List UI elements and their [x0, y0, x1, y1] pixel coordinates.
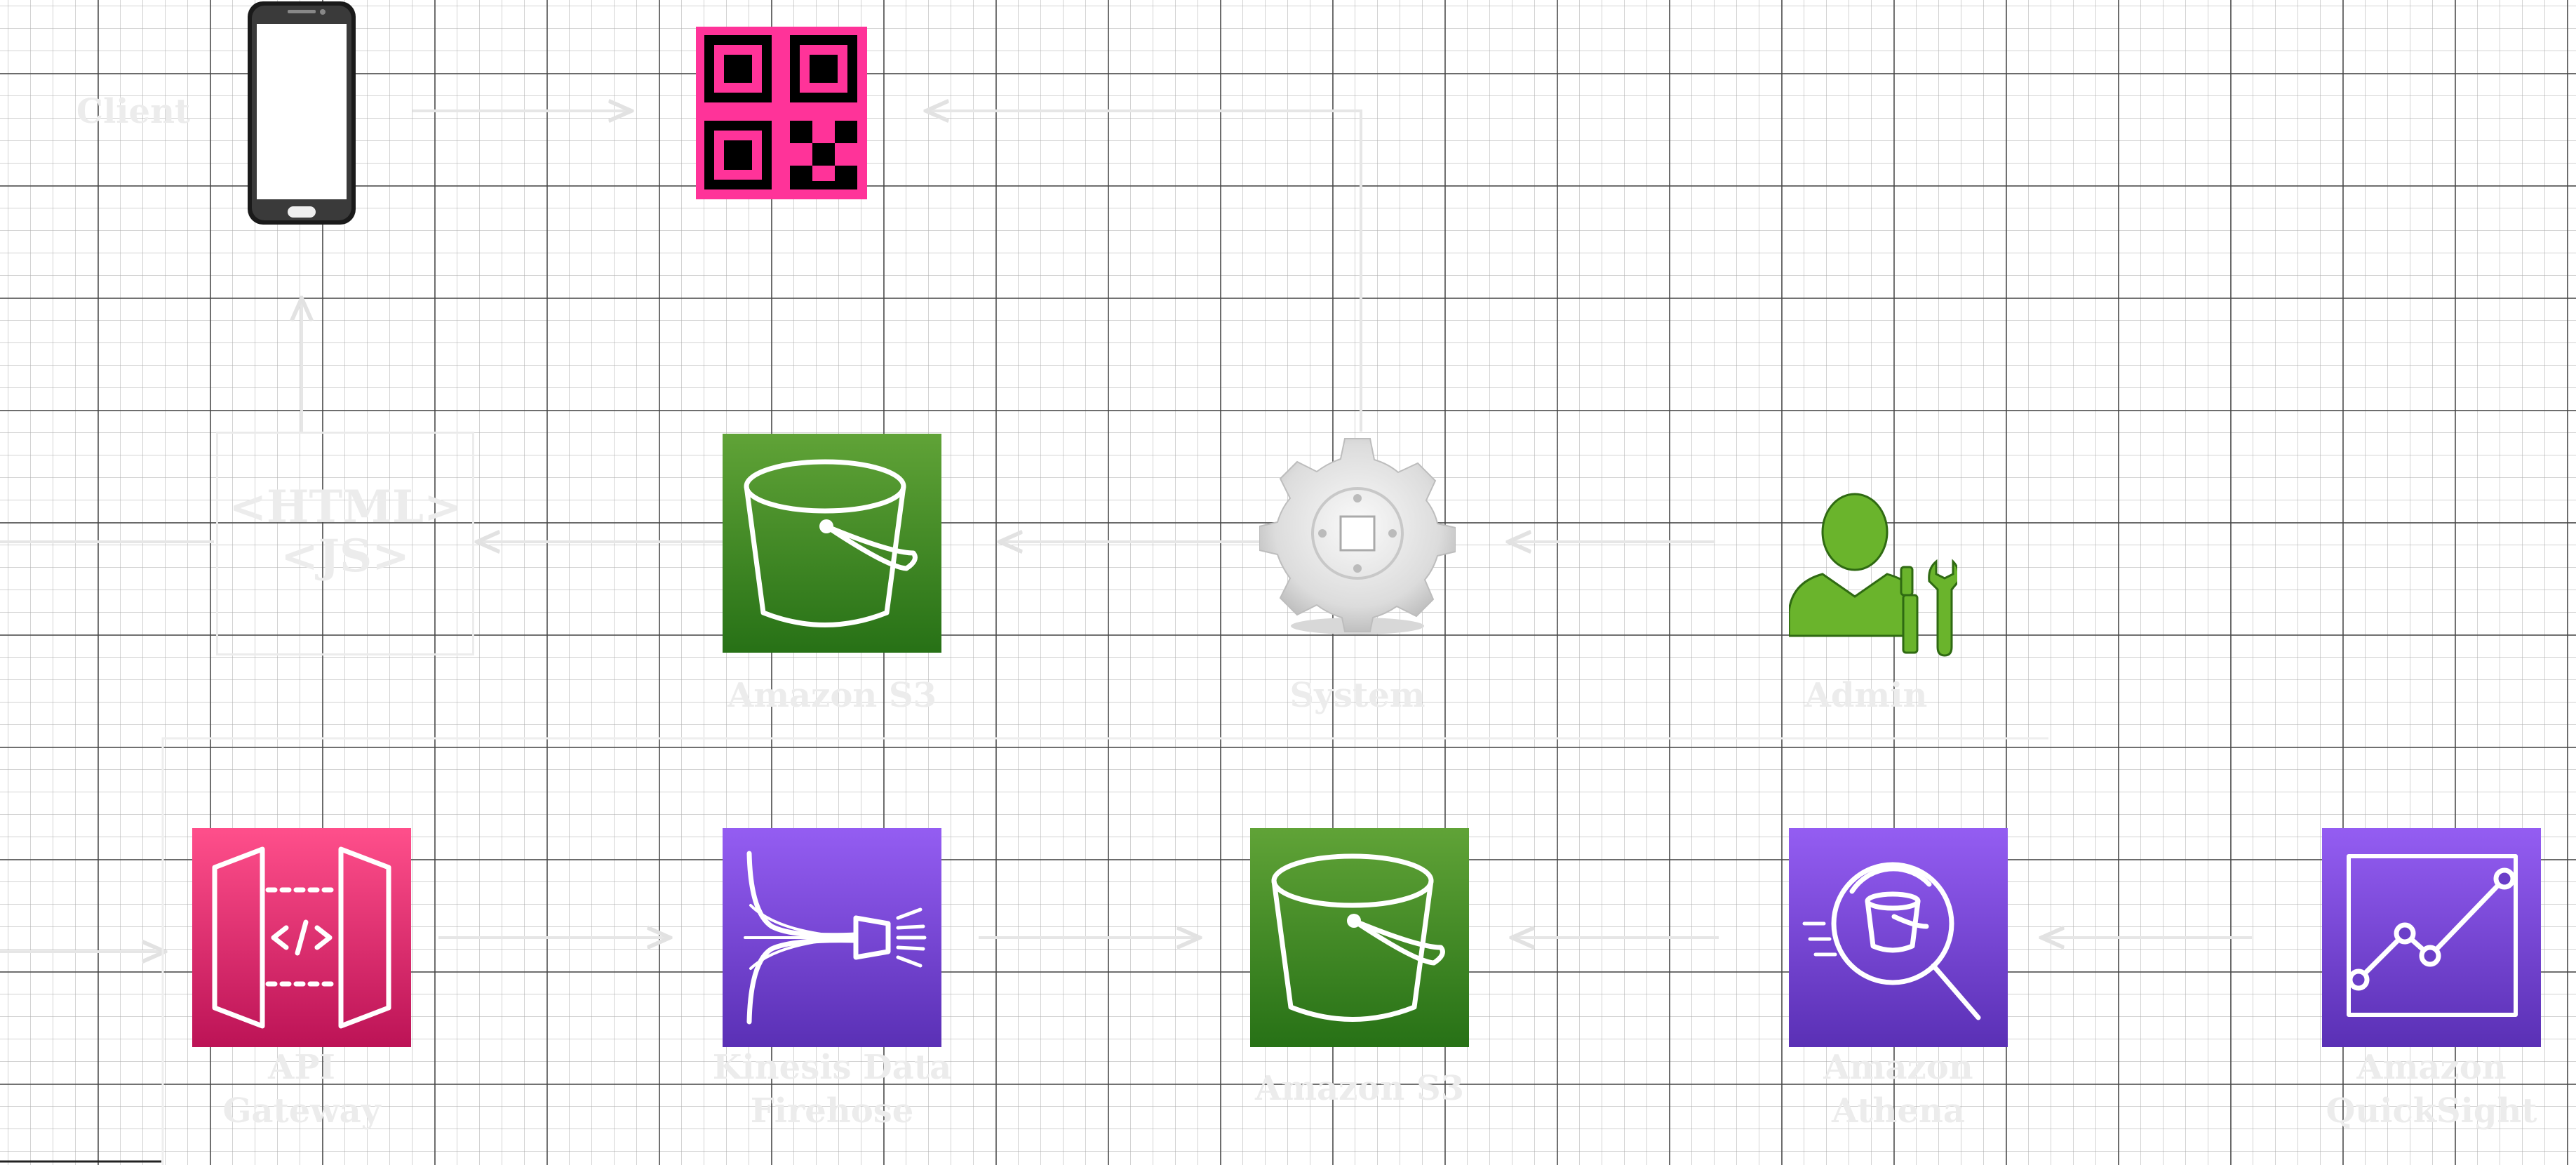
system-label: System [1289, 676, 1425, 715]
athena-label-line2: Athena [1831, 1091, 1965, 1131]
api-gateway-node[interactable] [192, 828, 411, 1047]
s3-bottom-label: Amazon S3 [1254, 1069, 1465, 1108]
s3-bucket-icon [723, 434, 941, 653]
api-gateway-icon [192, 828, 411, 1047]
admin-tools-icon [1789, 493, 1957, 657]
s3-top-label: Amazon S3 [727, 676, 937, 715]
gear-icon [1259, 438, 1456, 634]
athena-node[interactable] [1789, 828, 2008, 1047]
qr-code-node[interactable] [696, 27, 867, 199]
region-border [161, 737, 2048, 1165]
kinesis-label-line1: Kinesis Data [712, 1048, 952, 1087]
smartphone-icon [248, 1, 356, 225]
api-gateway-label-line1: API [268, 1048, 335, 1087]
client-label: Client [76, 92, 191, 131]
client-phone[interactable] [244, 0, 359, 227]
quicksight-label-line2: QuickSight [2326, 1091, 2537, 1131]
js-label: <JS> [281, 530, 410, 582]
quicksight-icon [2322, 828, 2541, 1047]
s3-top-node[interactable] [723, 434, 941, 653]
api-gateway-label-line2: Gateway [222, 1091, 381, 1131]
kinesis-label-line2: Firehose [750, 1091, 914, 1131]
system-node[interactable] [1259, 435, 1456, 639]
athena-icon [1789, 828, 2008, 1047]
athena-label-line1: Amazon [1823, 1048, 1973, 1087]
quicksight-node[interactable] [2322, 828, 2541, 1047]
quicksight-label-line1: Amazon [2356, 1048, 2507, 1087]
qr-code-icon [696, 27, 867, 199]
kinesis-firehose-icon [723, 828, 941, 1047]
html-js-node[interactable]: <HTML> <JS> [216, 432, 474, 655]
s3-bottom-node[interactable] [1250, 828, 1469, 1047]
edge-system-to-qr [926, 111, 1362, 432]
admin-node[interactable] [1789, 491, 1957, 658]
html-label: <HTML> [229, 481, 462, 533]
s3-bucket-icon [1250, 828, 1469, 1047]
kinesis-firehose-node[interactable] [723, 828, 941, 1047]
admin-label: Admin [1804, 676, 1928, 715]
